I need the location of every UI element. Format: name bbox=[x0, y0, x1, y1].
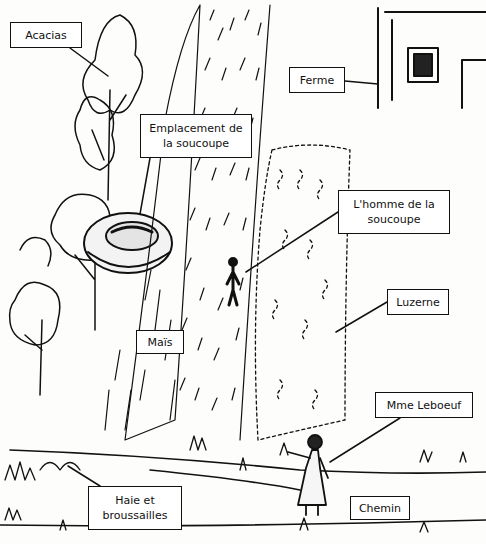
leader-lines bbox=[68, 48, 400, 486]
callout-text: Ferme bbox=[300, 73, 334, 88]
callout-box: Chemin bbox=[350, 496, 410, 520]
callout-box: Maïs bbox=[136, 330, 184, 354]
callout-text: L'homme de la soucoupe bbox=[343, 197, 445, 227]
callout-box: Luzerne bbox=[387, 289, 449, 315]
ground-lines bbox=[0, 450, 486, 526]
hedge-brush bbox=[5, 436, 466, 532]
callout-text: Haie et broussailles bbox=[93, 493, 177, 523]
farm-building bbox=[378, 8, 486, 108]
callout-text: Mme Leboeuf bbox=[387, 398, 462, 413]
callout-text: Chemin bbox=[359, 501, 401, 516]
callout-box: Mme Leboeuf bbox=[375, 392, 473, 418]
callout-box: Ferme bbox=[289, 67, 345, 93]
saucer-man bbox=[227, 258, 239, 305]
callout-box: Emplacement de la soucoupe bbox=[140, 114, 252, 158]
callout-text: Luzerne bbox=[396, 295, 440, 310]
acacia-trees bbox=[10, 15, 143, 395]
corn-field bbox=[105, 5, 270, 440]
saucer bbox=[84, 213, 172, 273]
callout-text: Acacias bbox=[25, 28, 67, 43]
callout-box: Haie et broussailles bbox=[88, 486, 182, 530]
callout-text: Maïs bbox=[147, 335, 172, 350]
callout-box: L'homme de la soucoupe bbox=[338, 190, 450, 234]
woman-figure bbox=[288, 435, 328, 515]
callout-text: Emplacement de la soucoupe bbox=[145, 121, 247, 151]
lucerne-field bbox=[255, 145, 350, 440]
callout-box: Acacias bbox=[10, 22, 82, 48]
